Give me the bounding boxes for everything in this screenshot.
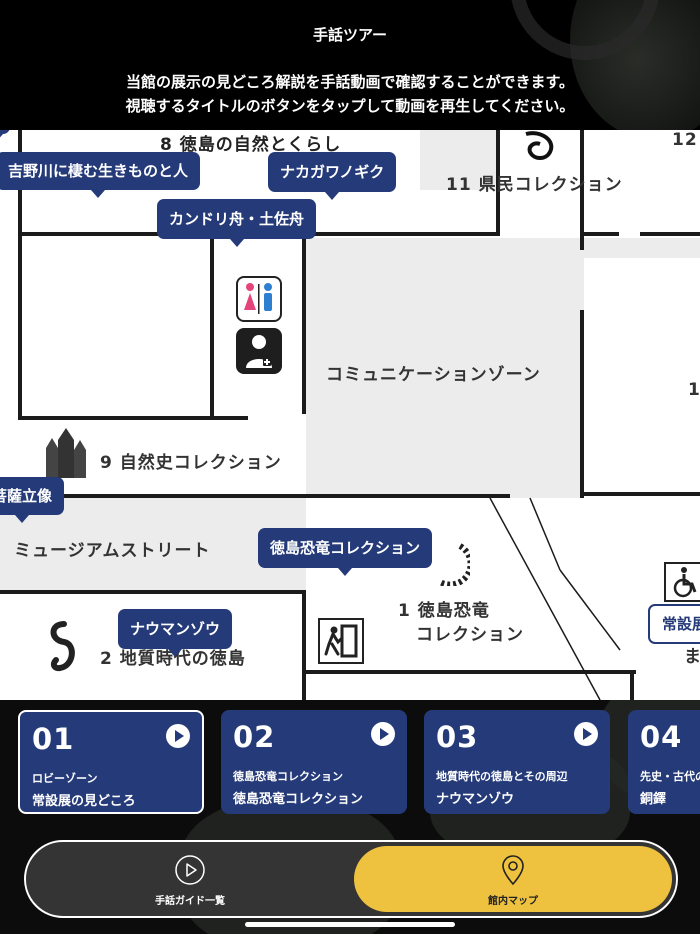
tab-guide-label: 手話ガイド一覧: [155, 896, 225, 907]
wall: [0, 590, 306, 594]
map-pin-naumann[interactable]: ナウマンゾウ: [118, 609, 233, 657]
card-zone: 先史・古代の: [640, 770, 700, 783]
area-label-communication-zone: コミュニケーションゾーン: [326, 365, 541, 385]
wall: [302, 236, 306, 414]
tab-map-label: 館内マップ: [488, 896, 538, 907]
map-pin-permanent[interactable]: 常設展: [648, 604, 700, 644]
wall: [580, 310, 584, 498]
guide-card-02[interactable]: 02 徳島恐竜コレクション 徳島恐竜コレクション: [221, 710, 407, 814]
map-pin-nakagawa[interactable]: ナカガワノギク: [268, 152, 397, 200]
wall: [496, 130, 500, 236]
guide-card-01[interactable]: 01 ロビーゾーン 常設展の見どころ: [18, 710, 204, 814]
wall: [302, 590, 306, 700]
wall: [22, 416, 248, 420]
wall: [306, 670, 636, 674]
page-description: 当館の展示の見どころ解説を手話動画で確認することができます。 視聴するタイトルの…: [0, 70, 700, 118]
tab-bar: 手話ガイド一覧 館内マップ: [24, 840, 678, 918]
card-title: ナウマンゾウ: [436, 792, 515, 807]
zone-right-strip: [584, 238, 700, 258]
page-title: 手話ツアー: [312, 26, 388, 44]
area-label-dinosaur-line1: 1 徳島恐竜: [398, 601, 490, 621]
map-pin-offscreen[interactable]: [0, 130, 10, 142]
area-label-nature-life: 8 徳島の自然とくらし: [160, 135, 342, 155]
home-indicator: [245, 922, 455, 927]
play-icon[interactable]: [371, 722, 395, 746]
tab-floor-map[interactable]: 館内マップ: [354, 846, 672, 912]
wall: [640, 232, 700, 236]
wall: [584, 232, 619, 236]
area-label-museum-street: ミュージアムストリート: [14, 541, 211, 561]
map-pin-bosatsu[interactable]: 菩薩立像: [0, 477, 65, 523]
card-number: 04: [640, 720, 683, 754]
hook-fossil-icon: [50, 621, 75, 672]
restroom-icon: [236, 276, 282, 322]
guide-card-04[interactable]: 04 先史・古代の 銅鐸: [628, 710, 700, 814]
wall: [630, 670, 634, 700]
ammonite-icon: [438, 543, 470, 586]
map-pin-kandori[interactable]: カンドリ舟・土佐舟: [157, 199, 317, 247]
play-circle-icon: [175, 855, 205, 885]
wall: [210, 236, 214, 418]
guide-card-03[interactable]: 03 地質時代の徳島とその周辺 ナウマンゾウ: [424, 710, 610, 814]
area-label-natural-history: 9 自然史コレクション: [100, 453, 282, 473]
floor-map[interactable]: 8 徳島の自然とくらし 11 県民コレクション 12 コミュニケーションゾーン …: [0, 130, 700, 700]
area-label-prefecture-collection: 11 県民コレクション: [446, 175, 623, 195]
card-zone: ロビーゾーン: [32, 772, 98, 785]
area-label-dinosaur-line2: コレクション: [416, 625, 524, 645]
first-aid-icon: [236, 328, 282, 374]
card-title: 銅鐸: [640, 792, 667, 807]
card-zone: 徳島恐竜コレクション: [233, 770, 343, 783]
card-title: 徳島恐竜コレクション: [233, 792, 364, 807]
area-label-12: 12: [672, 130, 698, 150]
card-number: 01: [32, 722, 75, 756]
crystal-icon: [46, 428, 86, 478]
area-label-geology: 2 地質時代の徳島: [100, 649, 246, 669]
map-diagonal-lines: [489, 497, 621, 700]
wall: [580, 492, 700, 496]
wheelchair-icon: [664, 562, 700, 602]
wall: [580, 130, 584, 250]
nautilus-icon: [525, 131, 554, 160]
map-pin-dinosaur[interactable]: 徳島恐竜コレクション: [258, 528, 433, 576]
card-title: 常設展の見どころ: [32, 794, 136, 809]
area-label-partial-ma: ま: [684, 647, 700, 667]
bottom-panel: 01 ロビーゾーン 常設展の見どころ 02 徳島恐竜コレクション 徳島恐竜コレク…: [0, 700, 700, 934]
card-number: 03: [436, 720, 479, 754]
emergency-exit-icon: [318, 618, 364, 664]
zone-prefecture-collection: [420, 130, 498, 190]
wall: [0, 494, 510, 498]
map-pin-icon: [502, 855, 524, 886]
description-line-1: 当館の展示の見どころ解説を手話動画で確認することができます。: [125, 73, 575, 91]
card-number: 02: [233, 720, 276, 754]
tab-guide-list[interactable]: 手話ガイド一覧: [30, 846, 350, 912]
wall: [18, 130, 22, 420]
play-icon[interactable]: [574, 722, 598, 746]
description-line-2: 視聴するタイトルのボタンをタップして動画を再生してください。: [125, 97, 575, 115]
card-zone: 地質時代の徳島とその周辺: [436, 770, 568, 783]
map-pin-yoshino[interactable]: 吉野川に棲む生きものと人: [0, 152, 201, 198]
zone-communication: [306, 238, 584, 498]
area-label-partial-1: 1: [688, 380, 700, 400]
play-icon[interactable]: [166, 724, 190, 748]
header: 手話ツアー 当館の展示の見どころ解説を手話動画で確認することができます。 視聴す…: [0, 0, 700, 130]
